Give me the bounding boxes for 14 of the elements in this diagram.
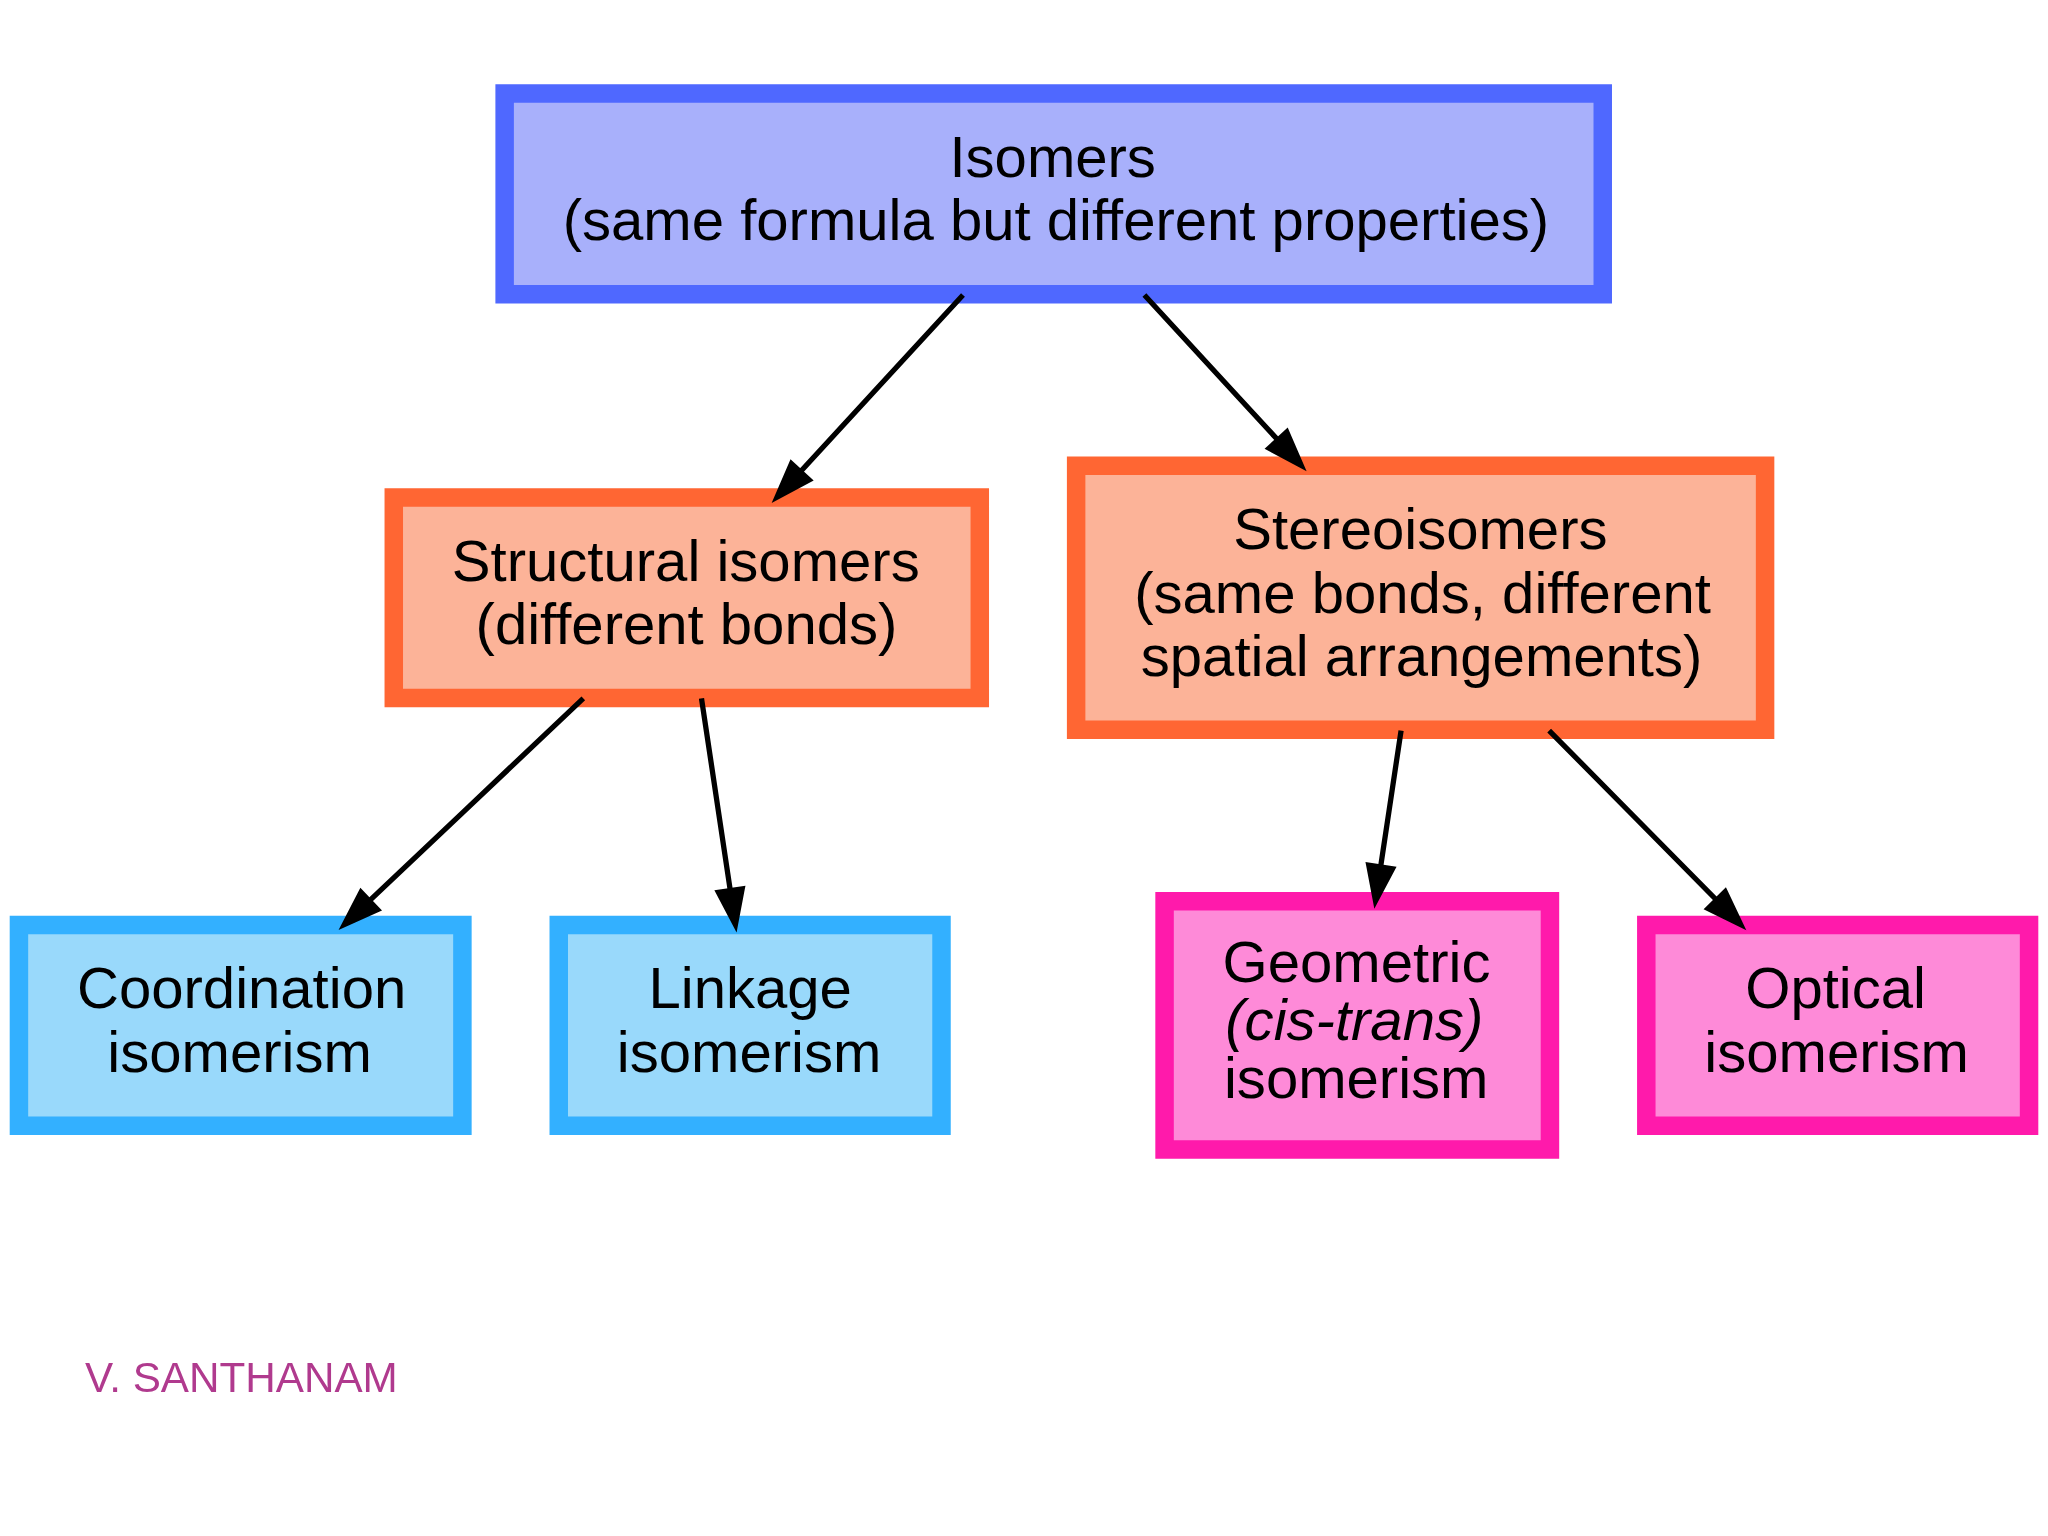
arrow [698,697,746,933]
arrow [1142,293,1307,472]
node-box: Structural isomers (different bonds) [384,488,990,708]
node-box: Stereoisomers (same bonds, different spatial arrangements) [1066,456,1775,739]
arrow [771,293,965,503]
label: V. SANTHANAM [84,1353,398,1401]
node-box: Linkage isomerism [549,915,951,1135]
arrow [1547,728,1747,931]
arrow [338,696,586,931]
node-box: Optical isomerism [1637,915,2039,1135]
node-box: Isomers (same formula but different properties) [495,84,1612,304]
arrow [1365,730,1404,909]
node-box: Geometric (cis-trans) isomerism [1155,892,1560,1159]
node-box: Coordination isomerism [9,915,472,1135]
